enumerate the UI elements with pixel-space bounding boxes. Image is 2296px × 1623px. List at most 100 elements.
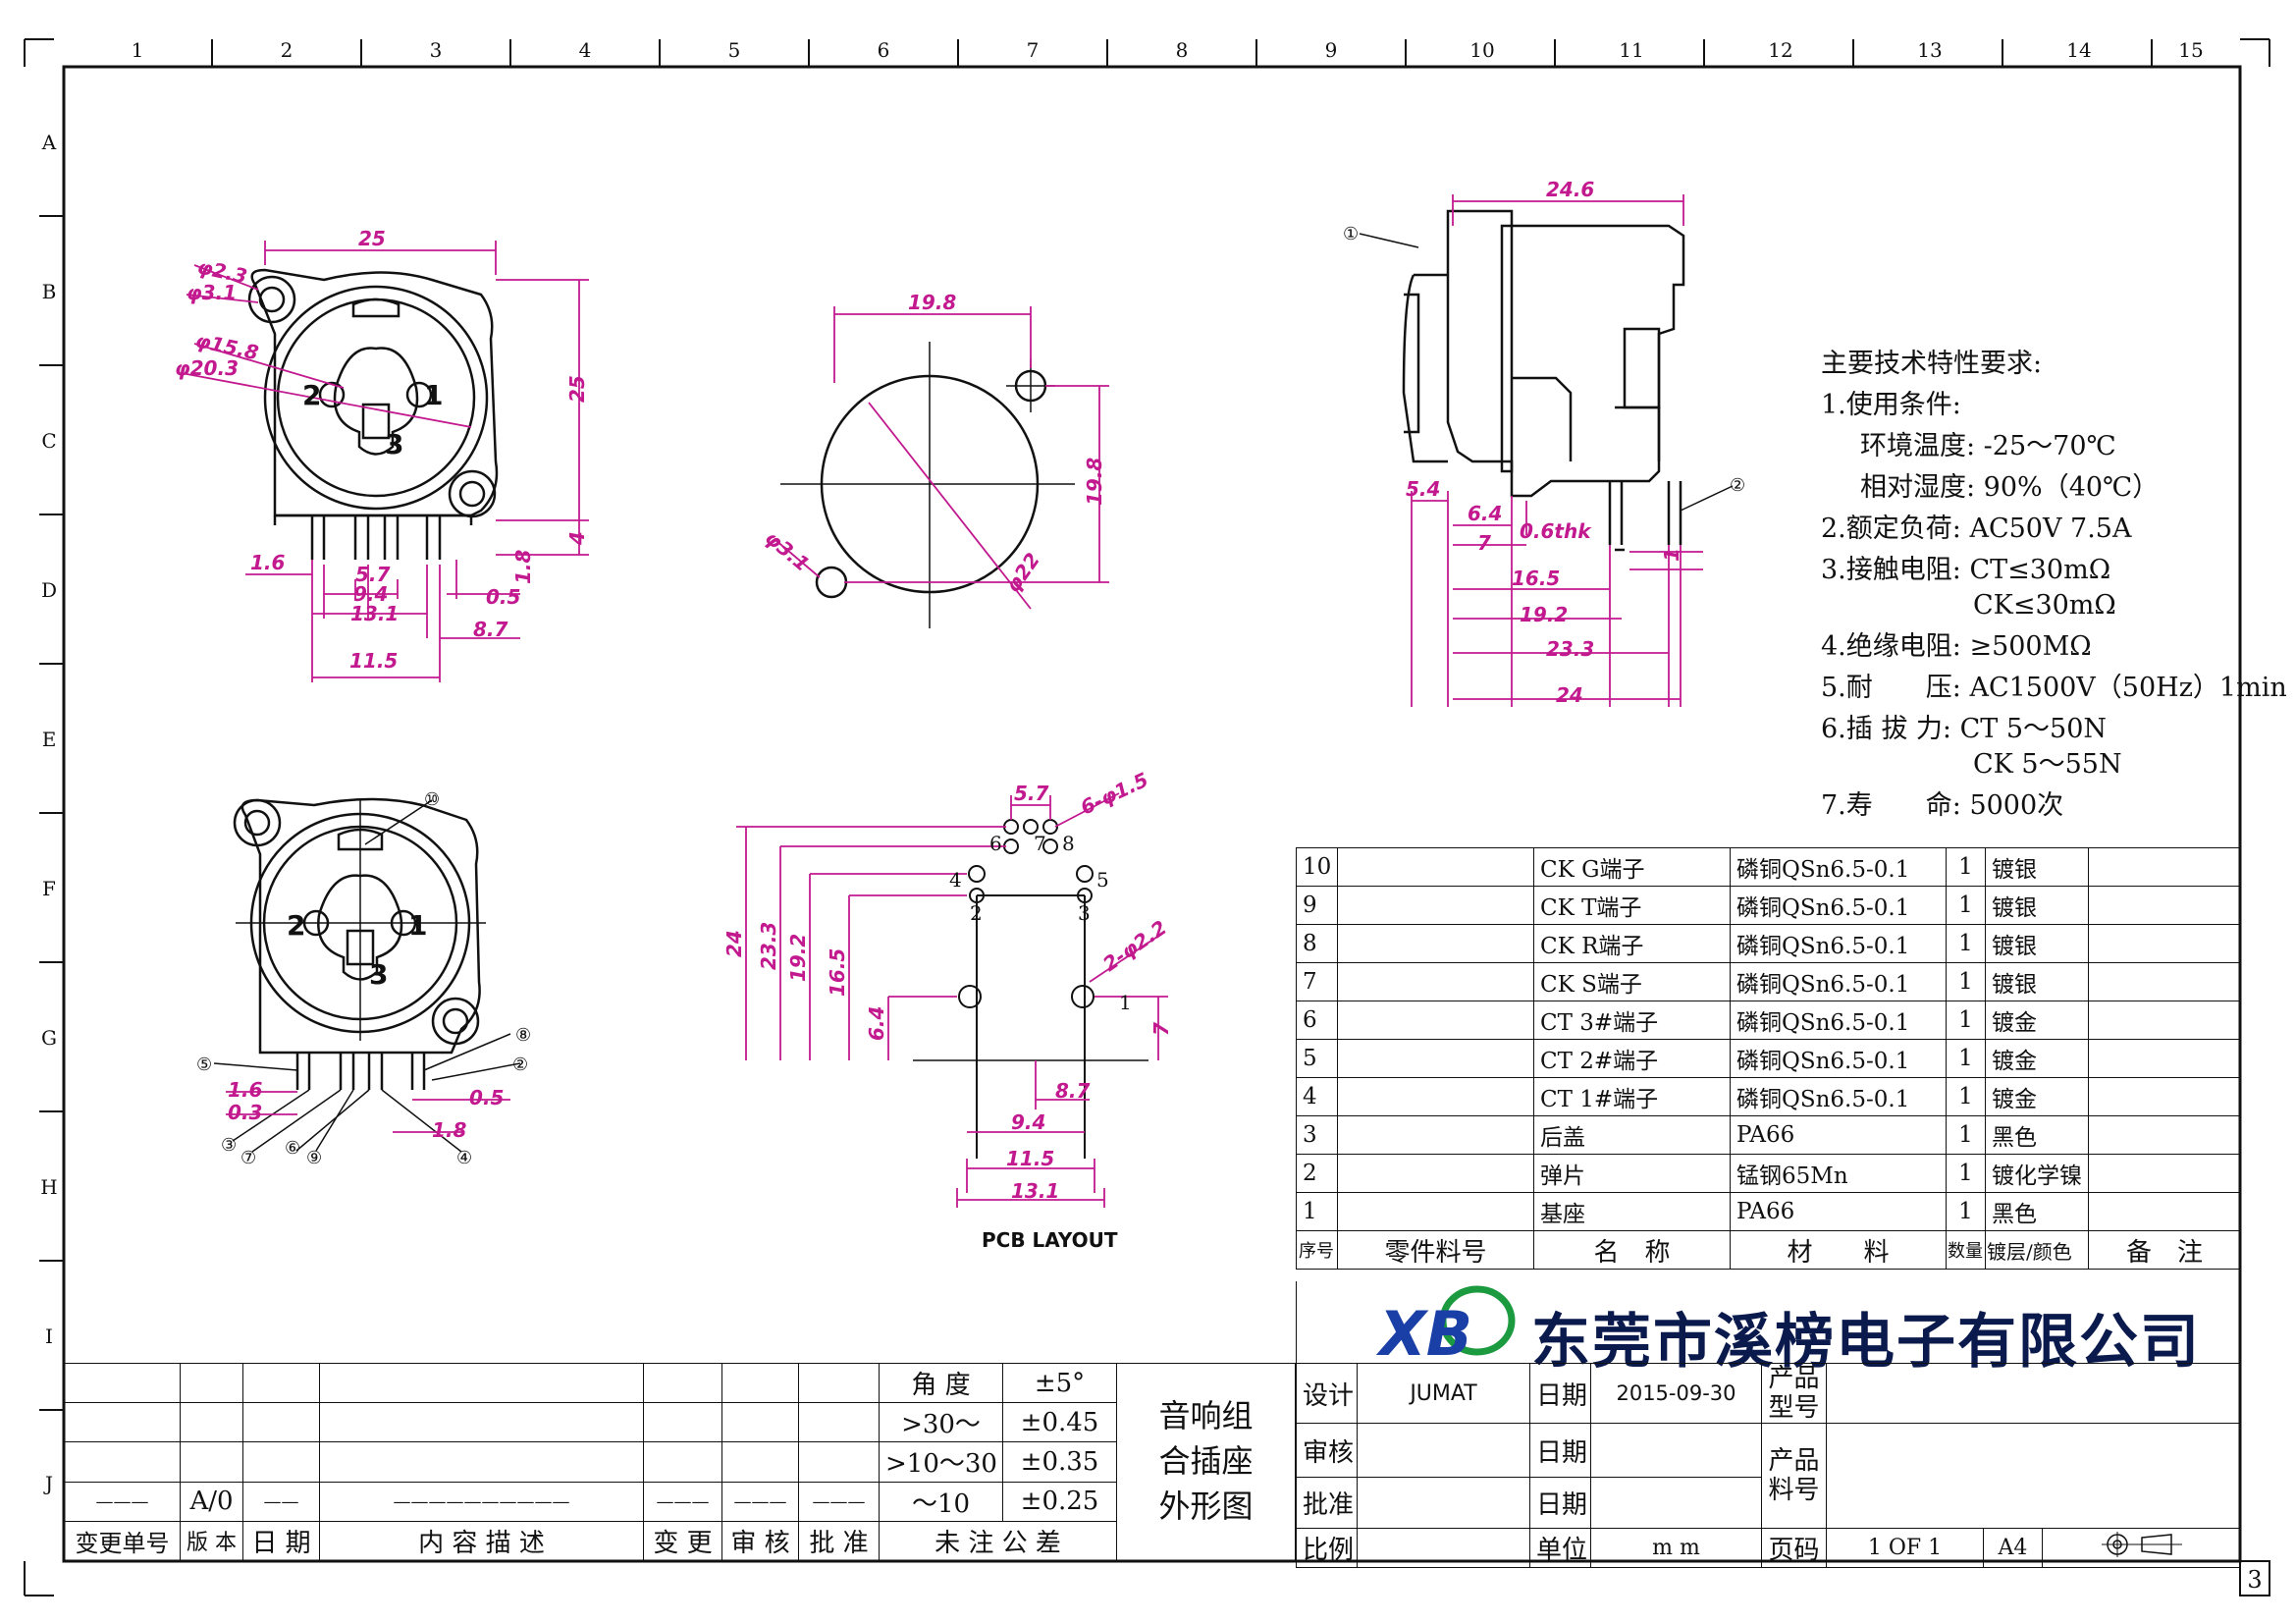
dim-label: 19.8 [1083,458,1106,506]
projection-icon [2101,1532,2182,1557]
tb-label: 页码 [1761,1528,1827,1568]
dim-label: 1.6 [228,1078,263,1102]
bom-qty: 1 [1946,1077,1986,1116]
bom-material: PA66 [1730,1115,1947,1155]
bom-qty: 1 [1946,1154,1986,1193]
frame-column-labels: 1 2 3 4 5 6 7 8 9 10 11 12 13 14 15 [132,38,2204,62]
bom-no: 1 [1296,1192,1338,1231]
dim-label: 19.2 [1520,603,1568,626]
tol-range: >10～30 [879,1441,1003,1483]
bom-material: 磷铜QSn6.5-0.1 [1730,924,1947,963]
col-label: 6 [878,38,890,62]
company-bar [1296,1281,2240,1364]
dim-label: 5.7 [355,563,391,586]
dim-label: 6-φ1.5 [1077,768,1152,820]
dim-label: 1.6 [250,551,286,574]
bom-name: CK S端子 [1533,962,1731,1001]
bom-remark [2088,1077,2241,1116]
rev-cell: —————————— [319,1481,644,1522]
rev-header: 变更单号 [64,1520,181,1562]
side-view-labels: 24.6 5.4 6.4 0.6thk 7 16.5 19.2 23.3 24 … [1343,178,1745,707]
front-view-labels: 25 φ2.3 φ3.1 φ15.8 φ20.3 25 4 1.6 5.7 9.… [175,227,589,673]
dim-label: 24 [1556,683,1583,707]
bom-remark [2088,847,2241,887]
tb-label: 日期 [1529,1477,1591,1529]
bom-header-cell: 数量 [1946,1230,1986,1270]
pin-label: 1 [408,909,427,942]
bom-name: 弹片 [1533,1154,1731,1193]
tb-size: A4 [1983,1528,2043,1568]
col-label: 12 [1768,38,1792,62]
dim-label: 19.8 [908,291,956,314]
tol-footer: 未 注 公 差 [879,1520,1117,1562]
row-label: H [40,1175,57,1199]
bom-material: 磷铜QSn6.5-0.1 [1730,847,1947,887]
dim-label: 19.2 [786,934,810,982]
col-label: 9 [1325,38,1338,62]
bom-qty: 1 [1946,1192,1986,1231]
hole-label: 8 [1062,832,1075,855]
hole-label: 5 [1096,868,1109,892]
dim-label: φ22 [1000,548,1044,596]
bom-part [1337,1077,1534,1116]
rev-cell: ——— [798,1481,880,1522]
bom-finish: 镀金 [1985,1039,2089,1078]
pin-label: 3 [369,958,388,991]
bom-material: 磷铜QSn6.5-0.1 [1730,886,1947,925]
bom-qty: 1 [1946,962,1986,1001]
callout: ② [512,1055,528,1075]
bom-qty: 1 [1946,886,1986,925]
row-label: D [41,578,57,602]
tol-angle-label: 角 度 [879,1362,1003,1404]
pcb-title: PCB LAYOUT [982,1228,1118,1252]
rev-version: A/0 [180,1481,243,1522]
hole-label: 4 [949,868,962,892]
tol-range: >30～ [879,1402,1003,1443]
front-view-2 [233,797,486,1090]
bom-name: CK R端子 [1533,924,1731,963]
bom-name: CK T端子 [1533,886,1731,925]
hole-label: 1 [1119,991,1132,1014]
tol-range: ～10 [879,1481,1003,1522]
spec-line: 环境温度: -25～70℃ [1860,431,2116,461]
bom-header-cell: 零件料号 [1337,1230,1534,1270]
spec-line: 6.插 拔 力: CT 5～50N [1821,714,2108,744]
dim-label: φ20.3 [175,356,239,380]
bom-finish: 镀化学镍 [1985,1154,2089,1193]
spec-line: 2.额定负荷: AC50V 7.5A [1821,514,2132,544]
dim-label: 24.6 [1546,178,1594,201]
col-label: 15 [2178,38,2203,62]
spec-title: 主要技术特性要求: [1821,349,2043,379]
bom-material: 磷铜QSn6.5-0.1 [1730,962,1947,1001]
bom-header-cell: 材 料 [1730,1230,1947,1270]
tb-label: 产品 [1768,1446,1820,1476]
dim-label: 0.5 [486,585,520,609]
callout: ⑧ [515,1025,531,1046]
hole-label: 2 [970,901,983,925]
rev-header: 内 容 描 述 [319,1520,644,1562]
dim-label: φ3.1 [187,281,237,304]
side-view [1402,209,1685,552]
panel-cutout-labels: 19.8 19.8 φ3.1 φ22 [761,291,1106,597]
col-label: 1 [132,38,144,62]
bom-remark [2088,1039,2241,1078]
tb-label: 产品 [1768,1364,1820,1394]
bom-header-cell: 序号 [1296,1230,1338,1270]
bom-finish: 黑色 [1985,1192,2089,1231]
side-view-dimensions [1411,194,1703,707]
bom-material: PA66 [1730,1192,1947,1231]
dim-label: 2-φ2.2 [1098,915,1171,976]
dim-label: 8.7 [1055,1079,1091,1103]
pcb-layout-dimensions [736,792,1168,1208]
callout: ⑦ [240,1148,256,1168]
bom-no: 7 [1296,962,1338,1001]
tb-label: 审核 [1296,1423,1358,1478]
